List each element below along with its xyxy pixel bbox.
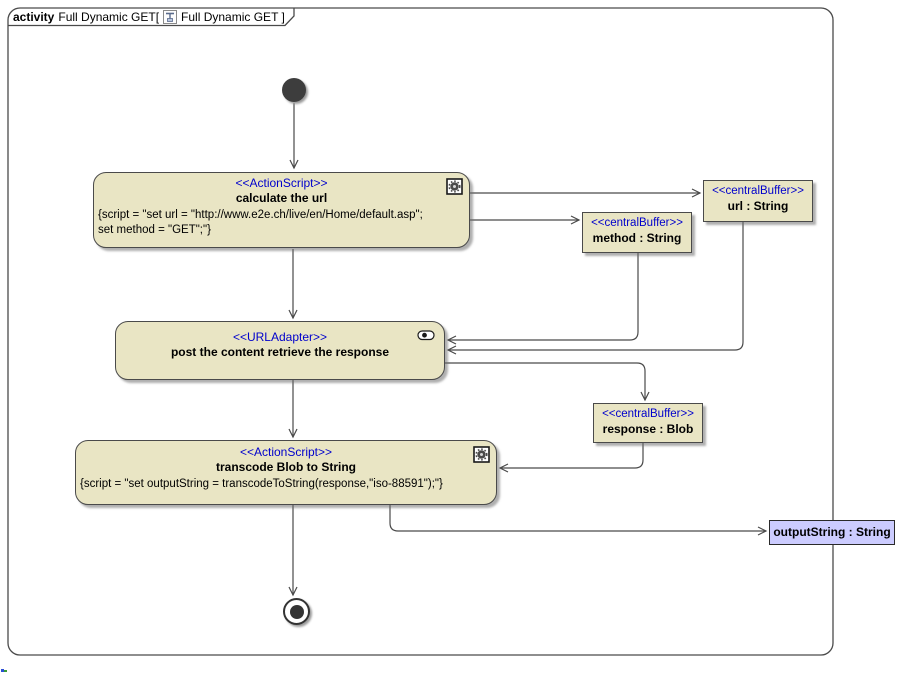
initial-node[interactable]	[282, 78, 306, 102]
diagram-name: Full Dynamic GET ]	[181, 9, 285, 24]
buffer-name: method : String	[592, 231, 682, 245]
pill-toggle-icon	[417, 330, 435, 341]
edge-method-buffer-to-adapter[interactable]	[446, 253, 639, 345]
activity-frame[interactable]	[7, 7, 834, 656]
frame-title-pentagon[interactable]	[8, 8, 295, 27]
action-name: transcode Blob to String	[215, 460, 356, 474]
central-buffer-method[interactable]: <<centralBuffer>> method : String	[582, 212, 692, 253]
action-script-line: {script = "set url = "http://www.e2e.ch/…	[98, 209, 423, 221]
central-buffer-url[interactable]: <<centralBuffer>> url : String	[703, 180, 813, 222]
stereotype-label: <<centralBuffer>>	[602, 408, 694, 420]
action-script-line: {script = "set outputString = transcodeT…	[80, 478, 443, 490]
edge-transcode-to-output-pin[interactable]	[389, 505, 768, 536]
buffer-name: response : Blob	[602, 422, 694, 436]
output-pin-outputstring[interactable]: outputString : String	[769, 520, 895, 545]
action-calculate-the-url[interactable]: <<ActionScript>> calculate the url {scri…	[93, 172, 470, 248]
stereotype-label: <<ActionScript>>	[235, 176, 328, 190]
action-post-content-retrieve-response[interactable]: <<URLAdapter>> post the content retrieve…	[115, 321, 445, 380]
action-name: calculate the url	[235, 191, 328, 205]
stereotype-label: <<centralBuffer>>	[591, 217, 683, 229]
final-node-inner	[289, 604, 304, 619]
screen-artifact	[1, 669, 4, 672]
edge-url-buffer-to-adapter[interactable]	[446, 222, 744, 355]
action-script-line: set method = "GET";"}	[98, 224, 211, 236]
gear-icon	[446, 178, 463, 195]
activity-name: Full Dynamic GET[	[58, 9, 160, 24]
stereotype-label: <<URLAdapter>>	[232, 330, 328, 344]
edge-adapter-to-response-buffer[interactable]	[445, 362, 650, 402]
central-buffer-response[interactable]: <<centralBuffer>> response : Blob	[593, 403, 703, 443]
final-node[interactable]	[283, 598, 310, 625]
pin-name: outputString : String	[773, 525, 891, 539]
buffer-name: url : String	[727, 199, 789, 213]
activity-kind-label: activity	[13, 9, 55, 24]
gear-icon	[473, 446, 490, 463]
stereotype-label: <<centralBuffer>>	[712, 185, 804, 197]
action-transcode-blob-to-string[interactable]: <<ActionScript>> transcode Blob to Strin…	[75, 440, 497, 505]
stereotype-label: <<ActionScript>>	[239, 445, 333, 459]
screen-artifact	[4, 670, 7, 672]
activity-diagram-icon	[163, 10, 178, 24]
action-name: post the content retrieve the response	[170, 345, 390, 359]
edge-response-buffer-to-transcode[interactable]	[498, 443, 644, 473]
